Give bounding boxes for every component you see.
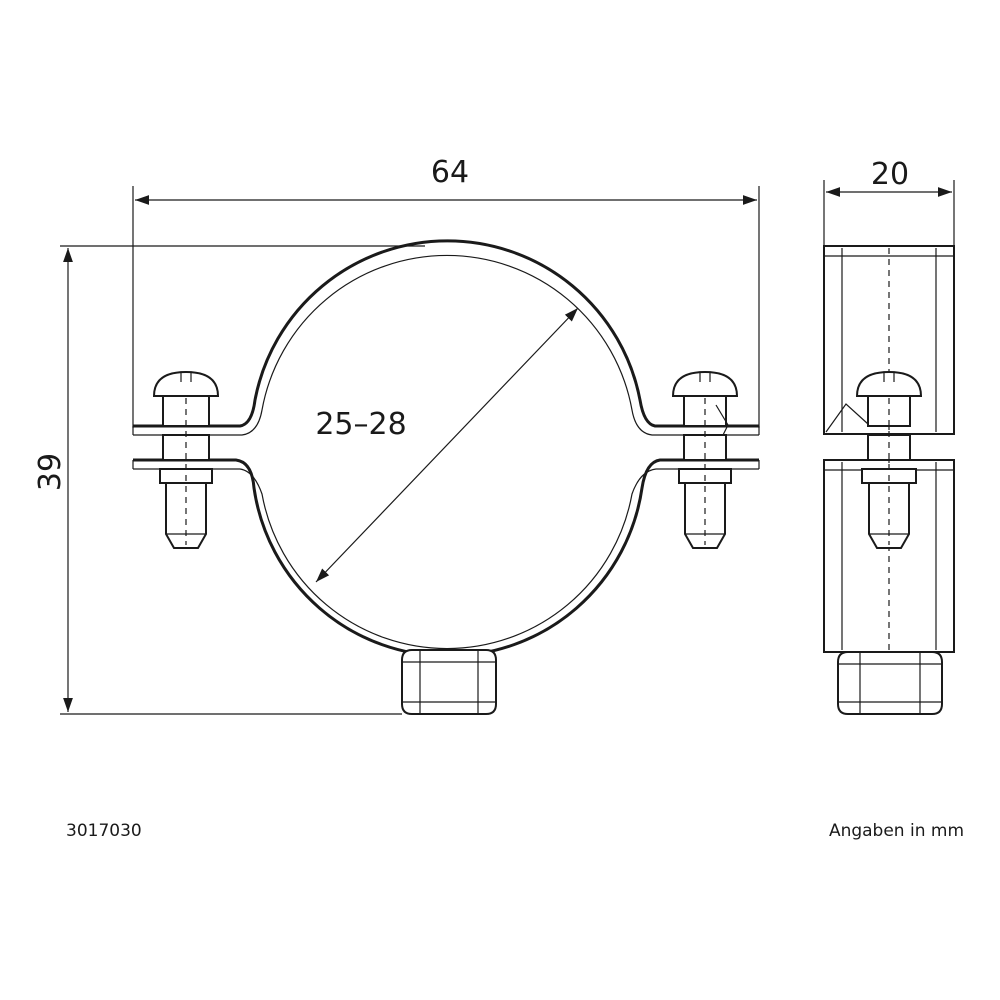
- clamp-band-upper: [133, 239, 759, 428]
- article-number: 3017030: [66, 821, 142, 841]
- left-screw: [152, 370, 220, 549]
- height-dimension-label: 39: [33, 453, 68, 491]
- clamp-band-lower-inner: [133, 468, 759, 650]
- front-view: 64 39 25–28: [33, 155, 760, 715]
- width-dimension-label: 64: [431, 155, 469, 190]
- side-hex-nut: [837, 651, 943, 715]
- right-screw: [671, 370, 739, 549]
- hex-nut: [401, 649, 497, 715]
- diameter-dimension-line: [315, 307, 579, 583]
- diameter-dimension-label: 25–28: [315, 407, 406, 442]
- side-screw: [855, 370, 923, 549]
- side-view: 20: [823, 157, 955, 715]
- depth-dimension-label: 20: [871, 157, 909, 192]
- clamp-band-lower: [133, 458, 759, 658]
- clamp-band-upper-inner: [133, 254, 759, 436]
- units-note: Angaben in mm: [829, 821, 964, 841]
